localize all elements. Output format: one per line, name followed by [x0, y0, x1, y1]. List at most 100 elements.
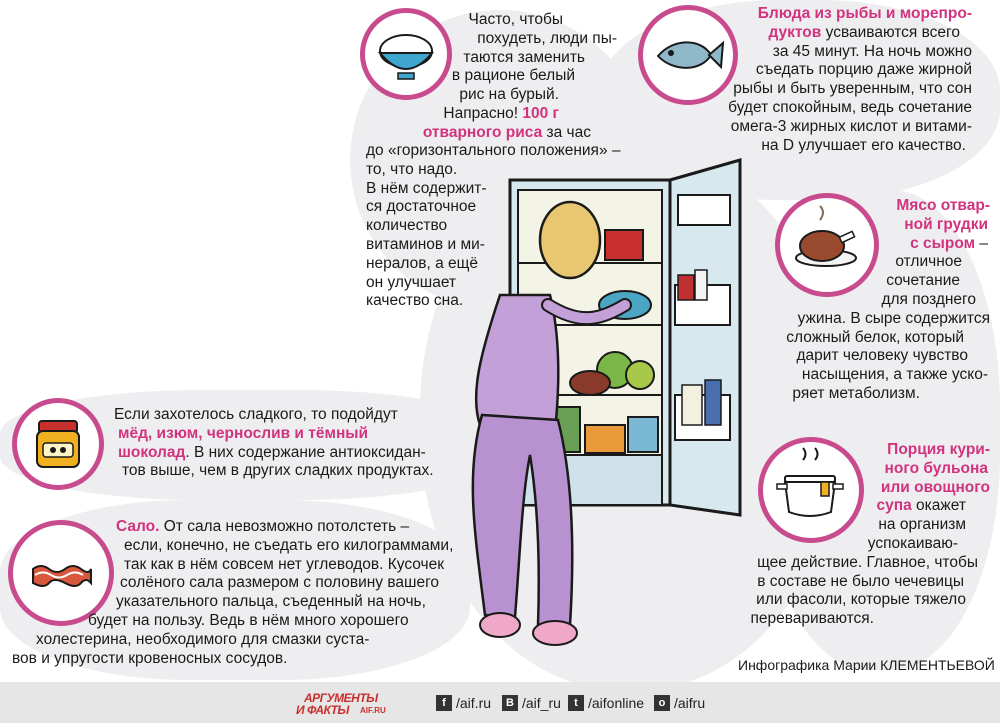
- soup-line: или фасоли, которые тяжело: [756, 591, 966, 609]
- social-odnoklassniki-link[interactable]: o /aifru: [654, 693, 705, 713]
- rice-bowl-circle: [360, 8, 452, 100]
- twitter-icon: t: [568, 695, 584, 711]
- rice-line: рис на бурый.: [459, 86, 559, 104]
- social-twitter-link[interactable]: t /aifonline: [568, 693, 644, 713]
- logo-line: И ФАКТЫ: [296, 703, 349, 717]
- chicken-line: сочетание: [886, 272, 960, 290]
- soup-title: Порция кури-: [887, 441, 990, 458]
- honey-jar-icon: [36, 420, 80, 468]
- fish-title: дуктов: [768, 23, 822, 41]
- social-label: /aifonline: [588, 695, 645, 711]
- social-vk-link[interactable]: B /aif_ru: [502, 693, 561, 713]
- chicken-line: ряет метаболизм.: [792, 384, 920, 402]
- soup-circle: [758, 437, 864, 543]
- salo-after-title: От сала невозможно потолстеть –: [159, 518, 410, 535]
- rice-text-2: до «горизонтального положения» – то, что…: [366, 142, 621, 311]
- logo-line: АРГУМЕНТЫ: [304, 691, 378, 705]
- soup-text: Порция кури- ного бульона или овощного с…: [730, 441, 992, 629]
- salo-title: Сало.: [116, 518, 160, 535]
- rice-after-highlight: за час: [542, 123, 592, 141]
- chicken-line: ужина. В сыре содержится: [797, 309, 990, 327]
- chicken-circle: [775, 193, 879, 297]
- salo-line: будет на пользу. Ведь в нём много хороше…: [88, 611, 409, 629]
- rice-line: количество: [366, 217, 448, 235]
- fish-line: за 45 минут. На ночь можно: [772, 42, 972, 60]
- infographic-credit: Инфографика Марии КЛЕМЕНТЬЕВОЙ: [738, 657, 995, 673]
- salo-line: указательного пальца, съеденный на ночь,: [116, 593, 426, 611]
- social-label: /aif.ru: [456, 695, 492, 711]
- rice-line: в рационе белый: [451, 67, 575, 85]
- rice-line: качество сна.: [366, 292, 464, 310]
- social-label: /aif_ru: [522, 695, 561, 711]
- soup-pot-icon: [776, 447, 844, 517]
- rice-line: то, что надо.: [366, 160, 458, 178]
- fish-text: Блюда из рыбы и морепро- дуктов усваиваю…: [720, 5, 972, 155]
- soup-line: в составе не было чечевицы: [757, 572, 964, 590]
- salo-line: вов и упругости кровеносных сосудов.: [12, 649, 288, 667]
- soup-line: перевариваются.: [750, 610, 874, 628]
- rice-bowl-icon: [377, 34, 435, 80]
- facebook-icon: f: [436, 695, 452, 711]
- chicken-line: отличное: [895, 253, 962, 271]
- rice-line: похудеть, люди пы-: [477, 29, 617, 47]
- rice-highlight-name: отварного риса: [422, 123, 543, 141]
- rice-line: нералов, а ещё: [366, 254, 479, 272]
- chicken-drumstick-icon: [795, 205, 857, 267]
- salo-line: если, конечно, не съедать его килограмма…: [124, 536, 454, 554]
- fish-line: рыбы и быть уверенным, что сон: [733, 80, 972, 98]
- fish-line: омега-3 жирных кислот и витами-: [730, 117, 972, 135]
- social-label: /aifru: [674, 695, 706, 711]
- honey-title: мёд, изюм, чернослив и тёмный: [118, 424, 369, 442]
- salo-line: холестерина, необходимого для смазки сус…: [36, 630, 370, 648]
- fish-title: Блюда из рыбы и морепро-: [757, 5, 972, 22]
- footer-bar: [0, 682, 1000, 723]
- honey-after-title: . В них содержание антиоксидан-: [185, 443, 426, 461]
- honey-text: Если захотелось сладкого, то подойдут мё…: [114, 406, 434, 481]
- rice-highlight-prefix: Напрасно!: [443, 104, 523, 122]
- fish-icon: [656, 40, 725, 70]
- rice-highlight-amount: 100 г: [522, 104, 559, 122]
- soup-title: ного бульона: [884, 459, 988, 477]
- chicken-title-suffix: –: [975, 234, 988, 252]
- soup-line: на организм: [878, 516, 966, 534]
- rice-text: Часто, чтобы похудеть, люди пы- таются з…: [350, 11, 625, 143]
- fish-line: будет спокойным, ведь сочетание: [728, 98, 972, 116]
- social-facebook-link[interactable]: f /aif.ru: [436, 693, 491, 713]
- rice-line: он улучшает: [366, 273, 457, 291]
- chicken-title: Мясо отвар-: [896, 197, 990, 214]
- soup-line: щее действие. Главное, чтобы: [757, 553, 978, 571]
- bacon-icon: [32, 565, 92, 587]
- fish-after-title: усваиваются всего: [821, 23, 960, 41]
- salo-circle: [8, 520, 114, 626]
- chicken-line: для позднего: [881, 290, 976, 308]
- honey-title: шоколад: [118, 443, 186, 461]
- aif-logo[interactable]: АРГУМЕНТЫ И ФАКТЫ AIF.RU: [296, 691, 396, 717]
- rice-line: витаминов и ми-: [366, 235, 485, 253]
- rice-line: В нём содержит-: [366, 179, 487, 197]
- fish-circle: [638, 5, 738, 105]
- odnoklassniki-icon: o: [654, 695, 670, 711]
- chicken-line: дарит человеку чувство: [796, 347, 968, 365]
- soup-after-title: окажет: [911, 497, 966, 515]
- soup-line: успокаиваю-: [867, 534, 958, 552]
- logo-line: AIF.RU: [360, 706, 386, 715]
- rice-line: ся достаточное: [366, 198, 477, 216]
- honey-jar-circle: [12, 398, 104, 490]
- chicken-title: ной грудки: [904, 215, 988, 233]
- rice-line: таются заменить: [463, 48, 585, 66]
- fish-line: съедать порцию даже жирной: [755, 61, 972, 79]
- chicken-line: сложный белок, который: [786, 328, 964, 346]
- salo-line: так как в нём совсем нет углеводов. Кусо…: [124, 555, 445, 573]
- honey-line: Если захотелось сладкого, то подойдут: [114, 406, 398, 423]
- soup-title: супа: [876, 497, 912, 515]
- salo-line: солёного сала размером с половину вашего: [120, 574, 440, 592]
- rice-line: Часто, чтобы: [468, 11, 564, 28]
- rice-line: до «горизонтального положения» –: [366, 142, 621, 159]
- chicken-title: с сыром: [910, 234, 976, 252]
- soup-title: или овощного: [880, 478, 990, 496]
- honey-line: тов выше, чем в других сладких продуктах…: [122, 462, 434, 480]
- chicken-text: Мясо отвар- ной грудки с сыром – отлично…: [780, 197, 990, 404]
- fridge-woman-illustration: [471, 158, 742, 646]
- salo-text: Сало. От сала невозможно потолстеть – ес…: [12, 518, 462, 668]
- chicken-line: насыщения, а также уско-: [801, 366, 988, 384]
